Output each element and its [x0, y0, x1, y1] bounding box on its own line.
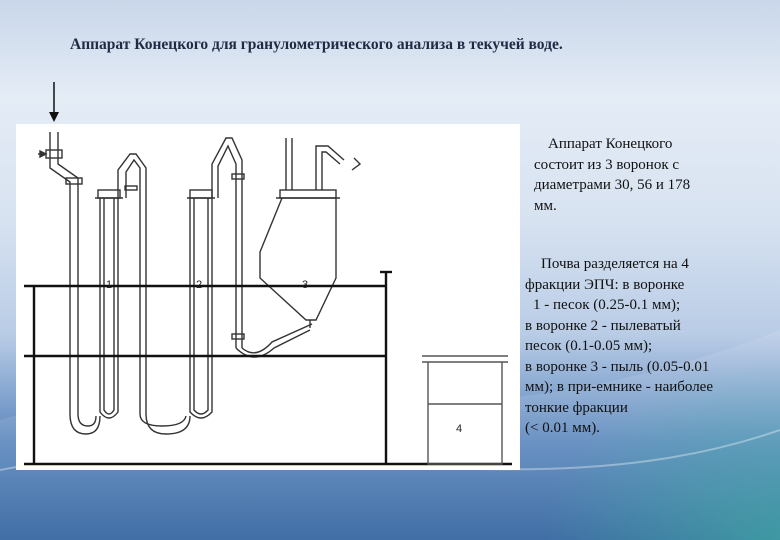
paragraph1-line: мм. [534, 197, 557, 214]
paragraph2-line: песок (0.1-0.05 мм); [525, 338, 653, 354]
paragraph2-line: в воронке 3 - пыль (0.05-0.01 [525, 358, 710, 375]
paragraph1-line: диаметрами 30, 56 и 178 [534, 177, 691, 193]
paragraph2-line: мм); в при-емнике - наиболее [525, 379, 713, 395]
paragraph2-line: тонкие фракции [525, 399, 628, 416]
receiver-4 [422, 355, 508, 465]
funnel-label-1: 1 [106, 279, 112, 291]
paragraph2-line: фракции ЭПЧ: в воронке [525, 276, 685, 293]
paragraph2-line: в воронке 2 - пылеватый [525, 317, 681, 334]
paragraph1-line: состоит из 3 воронок с [534, 156, 680, 173]
arrow-down-icon [49, 82, 59, 122]
funnel-2 [139, 137, 245, 435]
receiver-label-4: 4 [456, 423, 462, 435]
description-paragraph-1: Аппарат Конецкого состоит из 3 воронок с… [534, 134, 774, 216]
description-panel: Аппарат Конецкого состоит из 3 воронок с… [522, 128, 780, 488]
description-paragraph-2: Почва разделяется на 4 фракции ЭПЧ: в во… [525, 254, 780, 439]
paragraph1-line: Аппарат Конецкого [548, 136, 673, 152]
funnel-label-2: 2 [196, 279, 202, 291]
paragraph2-line: (< 0.01 мм). [525, 420, 600, 436]
funnel-1 [69, 153, 147, 435]
paragraph2-line: Почва разделяется на 4 [541, 256, 689, 272]
stand-frame [24, 270, 512, 466]
funnel-3 [235, 138, 362, 358]
apparatus-drawing: 1 2 3 4 [24, 132, 512, 466]
slide-title: Аппарат Конецкого для гранулометрическог… [70, 36, 563, 53]
konetsky-apparatus-diagram: 1 2 3 4 [16, 124, 520, 470]
funnel-label-3: 3 [302, 279, 308, 291]
inlet-pipe [38, 132, 83, 414]
paragraph2-line: 1 - песок (0.25-0.1 мм); [533, 297, 681, 313]
